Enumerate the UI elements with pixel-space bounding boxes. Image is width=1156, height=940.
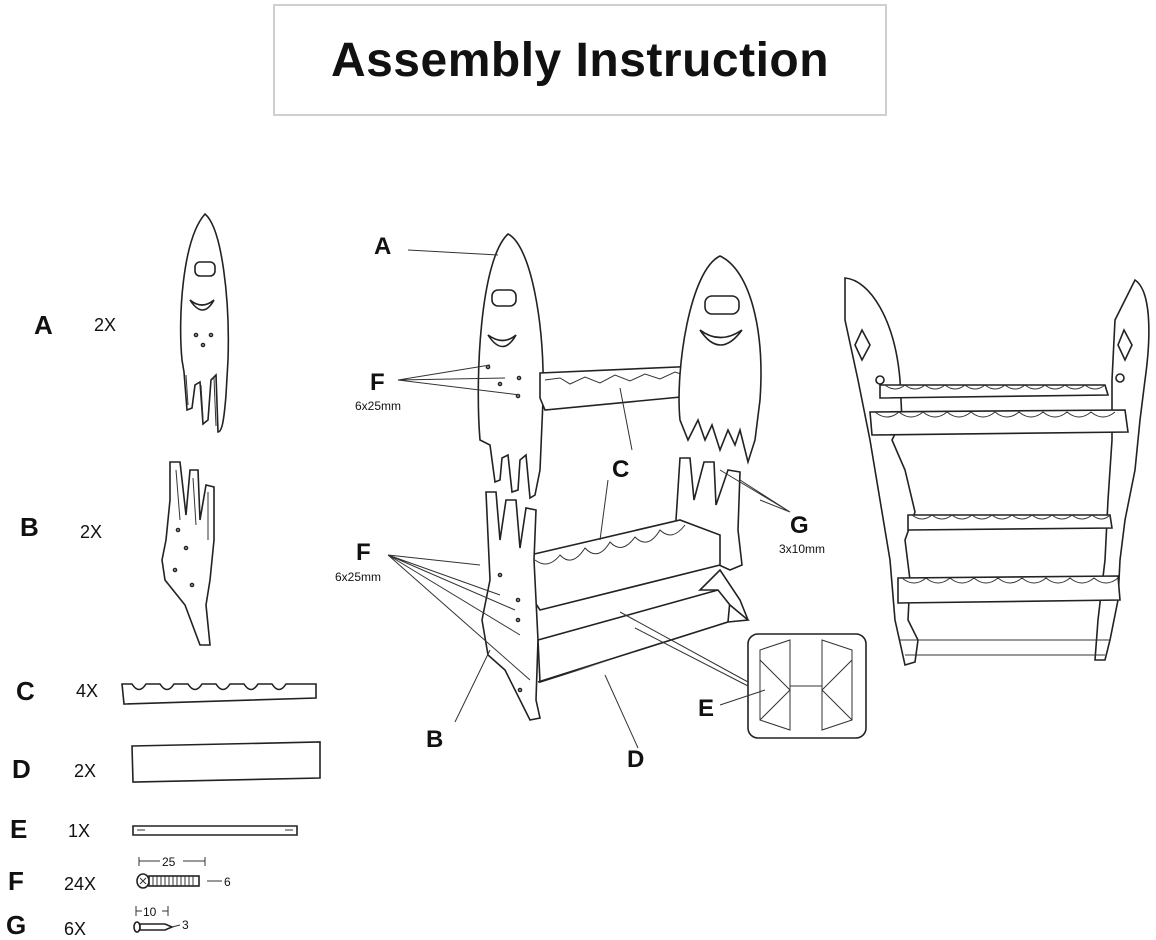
part-f-count: 24X <box>64 874 96 894</box>
part-g-count: 6X <box>64 919 86 939</box>
part-f-length: 25 <box>162 855 176 869</box>
part-g-screw-drawing: 10 3 <box>133 905 189 933</box>
exploded-assembly: A F 6x25mm C G 3x10mm F 6x25mm B D E <box>335 233 867 773</box>
part-b-drawing <box>161 461 215 646</box>
part-e-count: 1X <box>68 821 90 841</box>
part-g-letter: G <box>6 910 26 940</box>
part-b-count: 2X <box>80 522 102 542</box>
part-f-screw-drawing: 25 6 <box>136 855 231 889</box>
assembly-label-f-top-size: 6x25mm <box>355 399 401 413</box>
assembly-label-a: A <box>374 233 391 260</box>
finished-rack-view <box>844 277 1150 667</box>
assembly-label-e: E <box>698 695 714 722</box>
assembly-label-c: C <box>612 456 629 483</box>
part-d-drawing <box>131 741 321 783</box>
part-a-drawing <box>179 212 230 433</box>
assembly-label-f-bottom-size: 6x25mm <box>335 570 381 584</box>
assembly-label-g: G <box>790 512 809 539</box>
assembly-label-f-bottom: F <box>356 539 371 566</box>
assembly-label-b: B <box>426 726 443 753</box>
part-g-diameter: 3 <box>182 918 189 932</box>
part-f-letter: F <box>8 866 24 896</box>
assembly-label-f-top: F <box>370 369 385 396</box>
page-title: Assembly Instruction <box>330 33 830 87</box>
part-c-count: 4X <box>76 681 98 701</box>
parts-list: A 2X B 2X C 4X D 2X E 1X <box>6 212 321 940</box>
part-f-diameter: 6 <box>224 875 231 889</box>
assembly-label-d: D <box>627 746 644 773</box>
part-d-letter: D <box>12 754 31 784</box>
part-e-letter: E <box>10 814 27 844</box>
part-a-letter: A <box>34 310 53 340</box>
part-d-count: 2X <box>74 761 96 781</box>
assembly-label-g-size: 3x10mm <box>779 542 825 556</box>
part-g-length: 10 <box>143 905 157 919</box>
part-a-count: 2X <box>94 315 116 335</box>
part-c-drawing <box>121 683 317 705</box>
part-c-letter: C <box>16 676 35 706</box>
title-box: Assembly Instruction <box>273 4 887 116</box>
part-b-letter: B <box>20 512 39 542</box>
part-e-drawing <box>132 825 298 836</box>
